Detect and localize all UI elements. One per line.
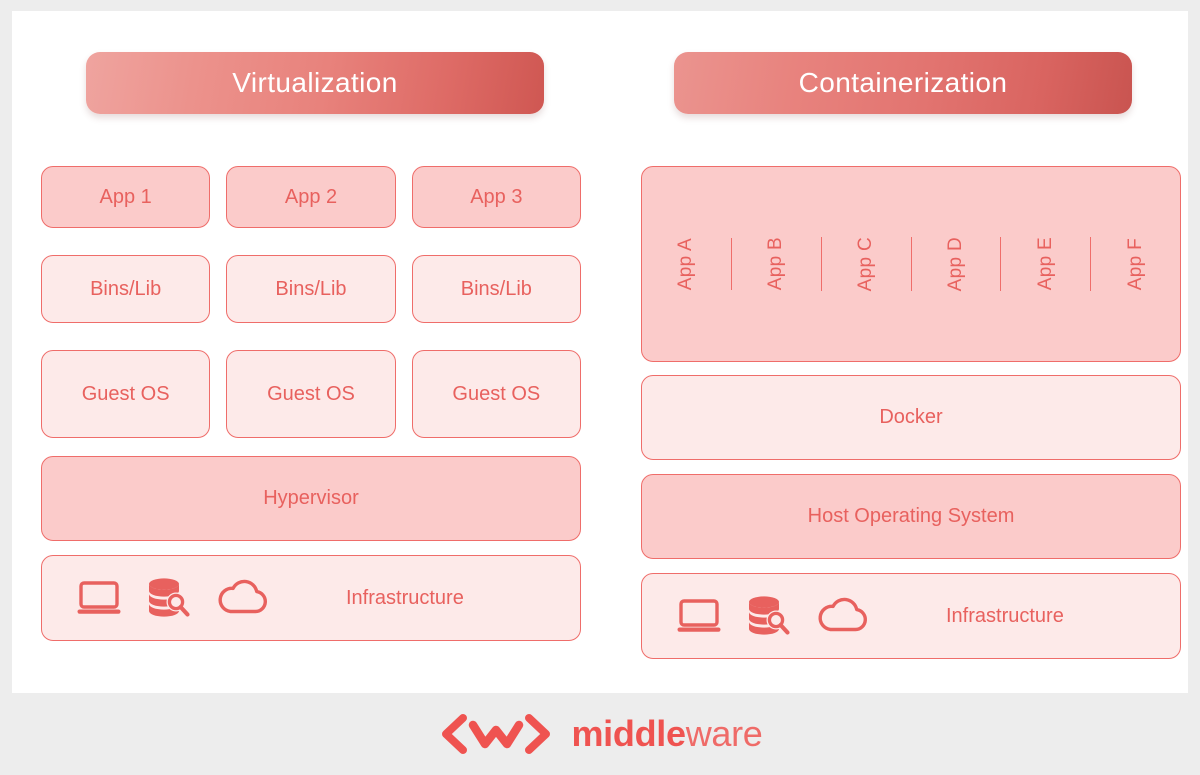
container-app-cell[interactable]: App F (1091, 238, 1180, 290)
infrastructure-label: Infrastructure (946, 604, 1064, 627)
app-box[interactable]: App 2 (226, 166, 396, 228)
virtualization-guest-os-row: Guest OS Guest OS Guest OS (41, 350, 581, 438)
virtualization-header: Virtualization (86, 52, 544, 114)
brand-wordmark: middleware (571, 713, 762, 755)
container-app-label: App F (1124, 237, 1146, 291)
container-app-cell[interactable]: App D (912, 236, 1002, 292)
laptop-icon (676, 596, 722, 636)
guest-os-label: Guest OS (267, 382, 355, 405)
app-label: App 1 (99, 185, 152, 208)
bins-lib-box[interactable]: Bins/Lib (41, 255, 211, 323)
infrastructure-box[interactable]: Infrastructure (41, 555, 581, 641)
virtualization-app-row: App 1 App 2 App 3 (41, 166, 581, 228)
container-app-cell[interactable]: App E (1001, 237, 1092, 291)
container-app-label: App C (855, 236, 877, 292)
guest-os-box[interactable]: Guest OS (41, 350, 211, 438)
container-apps-strip: App A App B App C App D App E (641, 166, 1181, 362)
infrastructure-box[interactable]: Infrastructure (641, 573, 1181, 659)
footer-branding: middleware (0, 693, 1200, 775)
laptop-icon (76, 578, 122, 618)
containerization-header: Containerization (674, 52, 1132, 114)
infrastructure-label: Infrastructure (346, 586, 464, 609)
middleware-logo-icon (437, 713, 555, 755)
cloud-icon (216, 578, 270, 618)
bins-lib-label: Bins/Lib (460, 277, 532, 300)
container-app-cell[interactable]: App A (642, 237, 732, 291)
app-box[interactable]: App 3 (411, 166, 581, 228)
virtualization-title: Virtualization (232, 67, 398, 98)
guest-os-label: Guest OS (452, 382, 541, 405)
docker-label: Docker (879, 406, 943, 428)
containerization-stack: App A App B App C App D App E (641, 166, 1181, 659)
virtualization-bins-row: Bins/Lib Bins/Lib Bins/Lib (41, 255, 581, 323)
host-os-box[interactable]: Host Operating System (641, 474, 1181, 559)
brand-bold-text: middle (571, 713, 686, 754)
database-search-icon (146, 576, 192, 620)
container-app-label: App D (944, 236, 966, 292)
app-label: App 2 (284, 185, 338, 208)
host-os-label: Host Operating System (807, 505, 1015, 527)
container-app-label: App A (675, 237, 697, 291)
container-app-cell[interactable]: App C (822, 236, 912, 292)
bins-lib-label: Bins/Lib (90, 277, 162, 300)
diagram-card: Virtualization App 1 App 2 App 3 (12, 11, 1188, 693)
container-app-label: App B (765, 237, 787, 291)
guest-os-label: Guest OS (81, 382, 170, 405)
database-search-icon (746, 594, 792, 638)
bins-lib-label: Bins/Lib (275, 277, 347, 300)
app-label: App 3 (470, 185, 523, 208)
virtualization-stack: App 1 App 2 App 3 Bins/Lib Bins/Lib (41, 166, 581, 641)
guest-os-box[interactable]: Guest OS (226, 350, 396, 438)
app-box[interactable]: App 1 (41, 166, 211, 228)
container-app-cell[interactable]: App B (732, 237, 822, 291)
container-app-label: App E (1034, 237, 1056, 291)
bins-lib-box[interactable]: Bins/Lib (226, 255, 396, 323)
containerization-title: Containerization (798, 67, 1008, 98)
docker-box[interactable]: Docker (641, 375, 1181, 460)
cloud-icon (816, 596, 870, 636)
bins-lib-box[interactable]: Bins/Lib (411, 255, 581, 323)
hypervisor-box[interactable]: Hypervisor (41, 456, 581, 541)
hypervisor-label: Hypervisor (263, 487, 359, 509)
brand-light-text: ware (685, 713, 763, 754)
guest-os-box[interactable]: Guest OS (411, 350, 581, 438)
